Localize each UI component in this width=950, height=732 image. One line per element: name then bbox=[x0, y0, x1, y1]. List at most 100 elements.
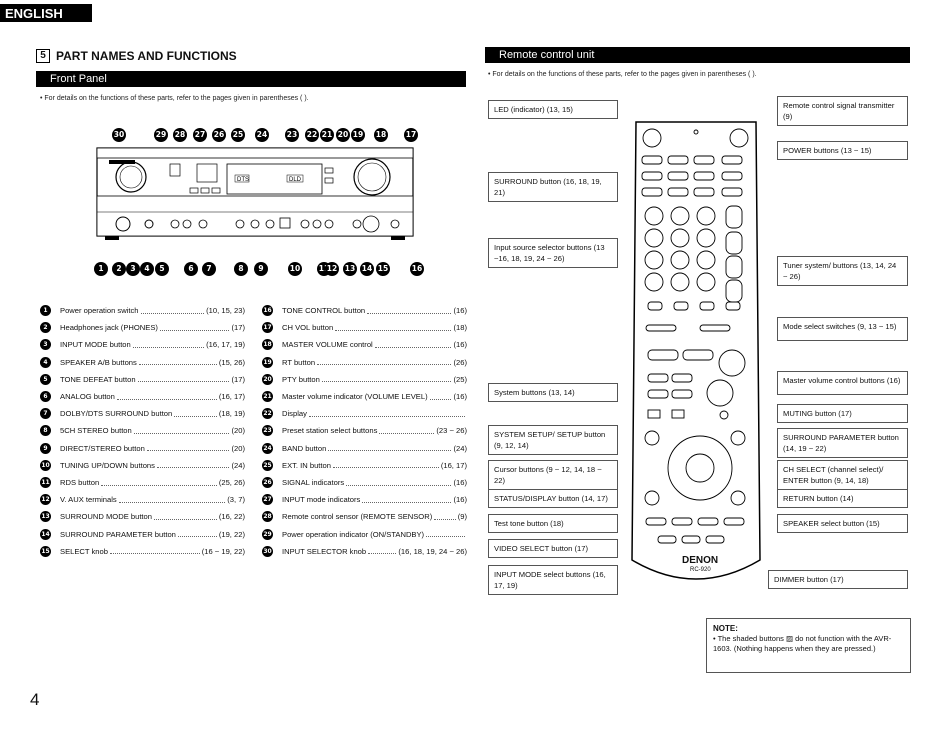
callout-20: 20 bbox=[336, 128, 350, 142]
part-ref: (23 ~ 26) bbox=[436, 426, 467, 436]
part-ref: (16) bbox=[453, 340, 467, 350]
part-label: SPEAKER A/B buttons bbox=[60, 357, 137, 367]
leader-dots bbox=[118, 497, 226, 503]
callout-16: 16 bbox=[410, 262, 424, 276]
remote-label-text: Test tone button bbox=[494, 519, 549, 528]
remote-label-ref: (9, 12, 14) bbox=[494, 441, 529, 450]
section-heading: 5 PART NAMES AND FUNCTIONS bbox=[36, 49, 237, 63]
leader-dots bbox=[367, 308, 452, 314]
callout-7: 7 bbox=[202, 262, 216, 276]
remote-label-ref: (17) bbox=[830, 575, 844, 584]
display-dld-label: DLD bbox=[289, 177, 302, 183]
part-label: Headphones jack (PHONES) bbox=[60, 323, 158, 333]
remote-label: SURROUND button (16, 18, 19, 21) bbox=[488, 172, 618, 202]
callout-10: 10 bbox=[288, 262, 302, 276]
part-ref: (20) bbox=[231, 443, 245, 453]
remote-label-ref: (13, 15) bbox=[546, 105, 573, 114]
remote-label-text: RETURN button bbox=[783, 494, 838, 503]
note-title: NOTE: bbox=[713, 624, 738, 633]
remote-label: SPEAKER select button (15) bbox=[777, 514, 908, 533]
part-number: 18 bbox=[262, 339, 273, 351]
remote-label-text: DIMMER button bbox=[774, 575, 829, 584]
part-label: Preset station select buttons bbox=[282, 426, 378, 436]
remote-label: Mode select switches (9, 13 ~ 15) bbox=[777, 317, 908, 341]
leader-dots bbox=[137, 376, 230, 383]
remote-label: Input source selector buttons (13 ~16, 1… bbox=[488, 238, 618, 268]
part-label: INPUT SELECTOR knob bbox=[282, 546, 367, 556]
part-ref: (24) bbox=[453, 443, 467, 453]
front-panel-note: • For details on the functions of these … bbox=[40, 95, 309, 102]
remote-label-text: System buttons bbox=[494, 388, 547, 397]
remote-label-ref: (14) bbox=[840, 494, 854, 503]
remote-label: Remote control signal transmitter (9) bbox=[777, 96, 908, 126]
remote-label-ref: (13 ~ 15) bbox=[840, 146, 872, 155]
part-ref: (26) bbox=[453, 357, 467, 367]
leader-dots bbox=[429, 394, 452, 400]
part-ref: (15, 26) bbox=[218, 357, 245, 367]
part-number: 25 bbox=[262, 459, 273, 471]
part-ref: (25) bbox=[453, 374, 467, 384]
leader-dots bbox=[362, 497, 452, 503]
part-label: Power operation indicator (ON/STANDBY) bbox=[282, 529, 425, 539]
part-number: 21 bbox=[262, 391, 273, 402]
callout-19: 19 bbox=[351, 128, 365, 142]
leader-dots bbox=[177, 531, 217, 538]
part-number: 12 bbox=[40, 494, 51, 506]
part-label: CH VOL button bbox=[282, 323, 334, 333]
part-number: 24 bbox=[262, 442, 273, 454]
remote-label: DIMMER button (17) bbox=[768, 570, 908, 589]
remote-label-text: POWER buttons bbox=[783, 146, 839, 155]
callout-21: 21 bbox=[320, 128, 334, 142]
part-label: SURROUND PARAMETER button bbox=[60, 529, 176, 539]
part-ref: (16) bbox=[453, 478, 467, 487]
leader-dots bbox=[332, 462, 439, 469]
note-box: NOTE: • The shaded buttons ▨ do not func… bbox=[706, 618, 911, 673]
remote-label: RETURN button (14) bbox=[777, 489, 908, 508]
part-label: RDS button bbox=[60, 478, 100, 487]
leader-dots bbox=[140, 308, 205, 314]
remote-label-ref: (13 ~16, 18, 19, 24 ~ 26) bbox=[494, 243, 605, 263]
part-ref: (17) bbox=[231, 323, 245, 333]
remote-label-ref: (9 ~ 12, 14, 18 ~ 22) bbox=[494, 465, 602, 485]
callout-26: 26 bbox=[212, 128, 226, 142]
remote-label-text: Input source selector buttons bbox=[494, 243, 592, 252]
part-ref: (9) bbox=[457, 512, 467, 522]
part-label: Display bbox=[282, 409, 307, 419]
leader-dots bbox=[317, 359, 452, 366]
callout-5: 5 bbox=[155, 262, 169, 276]
part-label: SURROUND MODE button bbox=[60, 512, 152, 522]
leader-dots bbox=[335, 325, 452, 331]
part-label: EXT. IN button bbox=[282, 460, 331, 470]
part-number: 14 bbox=[40, 528, 51, 540]
part-ref: (16, 22) bbox=[218, 512, 245, 522]
leader-dots bbox=[374, 342, 452, 348]
leader-dots bbox=[379, 428, 435, 434]
remote-label-ref: (13, 14, 24 ~ 26) bbox=[783, 261, 897, 281]
remote-label: STATUS/DISPLAY button (14, 17) bbox=[488, 489, 618, 508]
leader-dots bbox=[109, 548, 200, 555]
part-label: Power operation switch bbox=[60, 306, 139, 315]
leader-dots bbox=[146, 445, 230, 452]
part-ref: (18, 19) bbox=[218, 409, 245, 419]
part-number: 22 bbox=[262, 408, 273, 420]
part-ref: (17) bbox=[231, 374, 245, 384]
part-number: 11 bbox=[40, 477, 51, 488]
callout-2: 2 bbox=[112, 262, 126, 276]
remote-illustration bbox=[631, 121, 761, 580]
remote-label: System buttons (13, 14) bbox=[488, 383, 618, 402]
leader-dots bbox=[434, 514, 456, 520]
remote-label-text: INPUT MODE select buttons bbox=[494, 570, 591, 579]
